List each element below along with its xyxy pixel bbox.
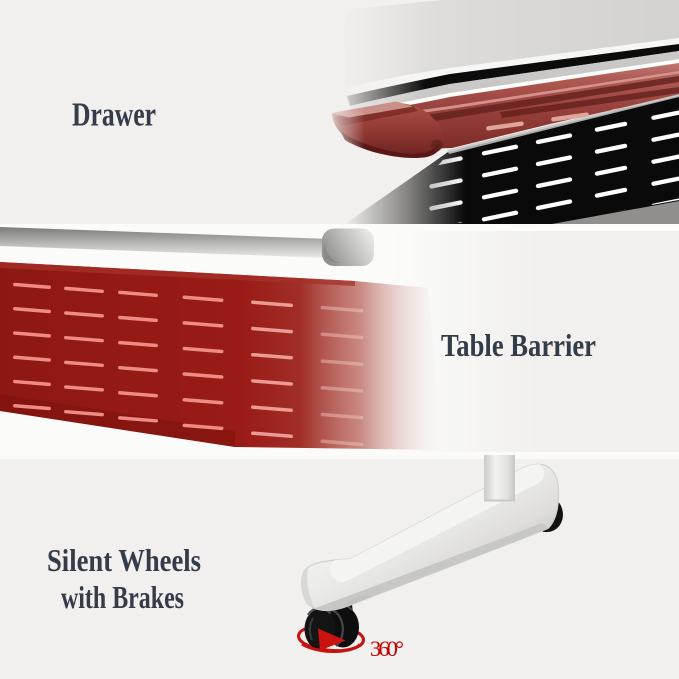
- svg-text:with Brakes: with Brakes: [61, 579, 184, 615]
- svg-text:Table Barrier: Table Barrier: [441, 327, 596, 363]
- svg-text:Silent Wheels: Silent Wheels: [47, 542, 201, 578]
- svg-text:Drawer: Drawer: [72, 97, 156, 134]
- svg-text:360°: 360°: [370, 636, 404, 661]
